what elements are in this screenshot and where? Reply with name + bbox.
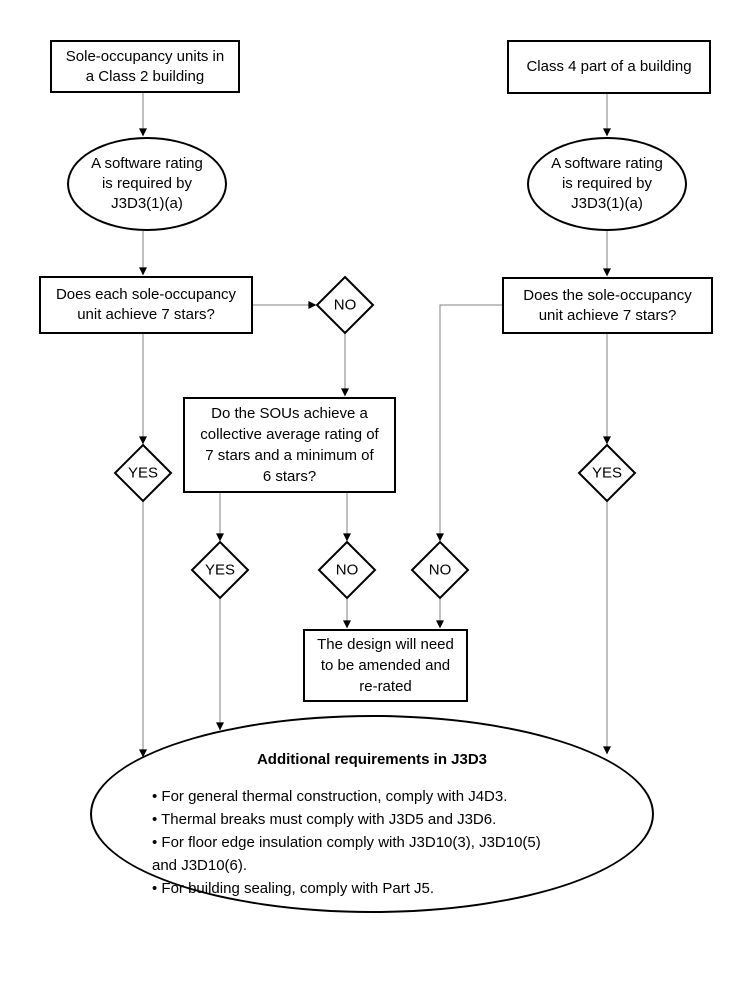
node-text-line: J3D3(1)(a) [111, 195, 183, 212]
node-text-line: A software rating [551, 155, 663, 172]
node-text-line: The design will need [317, 636, 454, 653]
node-additional-requirements: Additional requirements in J3D3 • For ge… [90, 715, 654, 913]
requirement-item: and J3D10(6). [152, 857, 248, 874]
diamond-yes-left-shape [113, 443, 173, 503]
decision-label-no-2: NO [335, 561, 359, 579]
node-text-line: 7 stars and a minimum of [205, 447, 374, 464]
node-text-line: unit achieve 7 stars? [538, 306, 677, 324]
node-text-line: a Class 2 building [85, 67, 205, 85]
diamond-no-2-shape [317, 540, 377, 600]
requirement-item: • Thermal breaks must comply with J3D5 a… [152, 811, 497, 828]
node-text-line: Do the SOUs achieve a [211, 405, 368, 422]
node-question-each-sou: Does each sole-occupancy unit achieve 7 … [39, 276, 253, 334]
connector-qunit-to-no3 [436, 304, 502, 542]
node-text-line: is required by [101, 175, 193, 192]
node-text-line: Does each sole-occupancy [55, 286, 237, 303]
node-text-line: collective average rating of [200, 426, 379, 443]
diamond-yes-mid-shape [190, 540, 250, 600]
node-text-line: to be amended and [320, 657, 451, 674]
node-software-rating-left: A software rating is required by J3D3(1)… [67, 137, 227, 231]
diamond-no-3-shape [410, 540, 470, 600]
additional-requirements-list: • For general thermal construction, comp… [152, 785, 632, 900]
diamond-yes-right-shape [577, 443, 637, 503]
decision-label-yes-left: YES [127, 464, 159, 482]
decision-label-yes-right: YES [591, 464, 623, 482]
requirement-item: • For floor edge insulation comply with … [152, 834, 541, 851]
node-text-line: J3D3(1)(a) [571, 195, 643, 212]
diamond-no-1-shape [315, 275, 375, 335]
node-question-sou-unit: Does the sole-occupancy unit achieve 7 s… [502, 277, 713, 334]
node-text-line: A software rating [91, 155, 203, 172]
decision-label-no-3: NO [428, 561, 452, 579]
node-text-line: unit achieve 7 stars? [77, 306, 215, 323]
node-text-line: Does the sole-occupancy [523, 286, 692, 304]
node-text-line: Class 4 part of a building [526, 58, 692, 75]
node-class4-building: Class 4 part of a building [507, 40, 711, 94]
additional-requirements-title: Additional requirements in J3D3 [256, 751, 488, 768]
node-text-line: 6 stars? [262, 468, 317, 485]
requirement-item: • For building sealing, comply with Part… [152, 880, 435, 897]
node-text-line: Sole-occupancy units in [65, 47, 225, 65]
node-design-amended: The design will need to be amended and r… [303, 629, 468, 702]
node-text-line: re-rated [359, 678, 412, 695]
node-text-line: is required by [561, 175, 653, 192]
requirement-item: • For general thermal construction, comp… [152, 788, 508, 805]
node-software-rating-right: A software rating is required by J3D3(1)… [527, 137, 687, 231]
decision-label-no-1: NO [333, 296, 357, 314]
decision-label-yes-mid: YES [204, 561, 236, 579]
node-class2-building: Sole-occupancy units in a Class 2 buildi… [50, 40, 240, 93]
node-question-sous-average: Do the SOUs achieve a collective average… [183, 397, 396, 493]
